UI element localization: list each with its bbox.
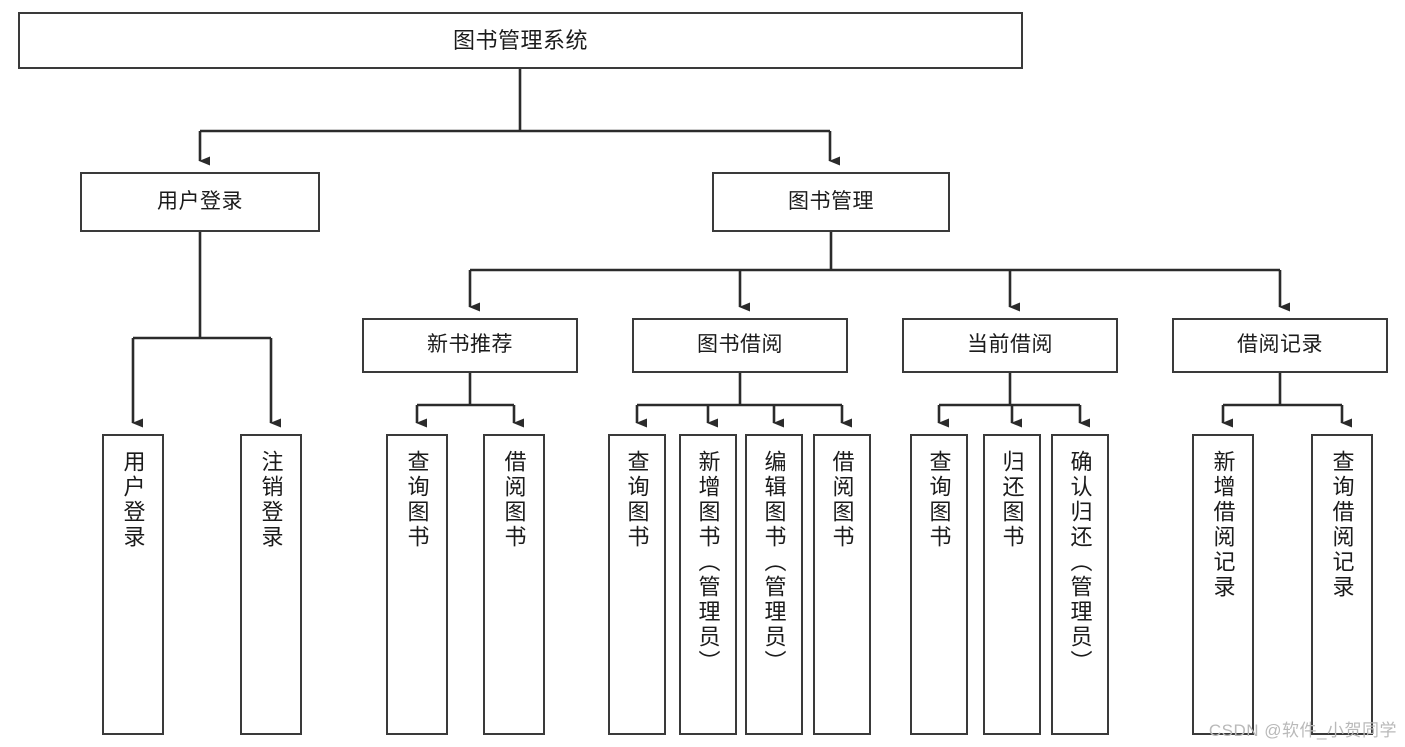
node-leaf-edit-book-label: 编辑图书（管理员） [761,450,787,675]
node-book-borrow-label: 图书借阅 [697,333,783,357]
node-leaf-borrow-book[interactable]: 借阅图书 [813,434,871,735]
node-leaf-confirm-return[interactable]: 确认归还（管理员） [1051,434,1109,735]
node-leaf-user-login[interactable]: 用户登录 [102,434,164,735]
node-leaf-query-record[interactable]: 查询借阅记录 [1311,434,1373,735]
node-book-manage-label: 图书管理 [788,189,874,213]
node-leaf-confirm-return-label: 确认归还（管理员） [1067,450,1093,675]
node-leaf-return-book-label: 归还图书 [999,450,1025,550]
node-leaf-query-book-rec[interactable]: 查询图书 [386,434,448,735]
node-leaf-add-book-label: 新增图书（管理员） [695,450,721,675]
node-leaf-borrow-book-rec[interactable]: 借阅图书 [483,434,545,735]
node-leaf-query-book-rec-label: 查询图书 [404,450,430,550]
node-leaf-add-record-label: 新增借阅记录 [1210,450,1236,600]
node-leaf-user-login-label: 用户登录 [120,450,146,550]
node-book-manage[interactable]: 图书管理 [712,172,950,232]
node-leaf-query-book-label: 查询图书 [624,450,650,550]
node-leaf-add-record[interactable]: 新增借阅记录 [1192,434,1254,735]
node-leaf-query-book-cur[interactable]: 查询图书 [910,434,968,735]
node-root[interactable]: 图书管理系统 [18,12,1023,69]
node-borrow-record-label: 借阅记录 [1237,333,1323,357]
node-borrow-record[interactable]: 借阅记录 [1172,318,1388,373]
node-current-borrow[interactable]: 当前借阅 [902,318,1118,373]
node-new-book-rec-label: 新书推荐 [427,333,513,357]
node-leaf-query-record-label: 查询借阅记录 [1329,450,1355,600]
node-user-login[interactable]: 用户登录 [80,172,320,232]
node-leaf-return-book[interactable]: 归还图书 [983,434,1041,735]
node-leaf-borrow-book-rec-label: 借阅图书 [501,450,527,550]
node-leaf-query-book-cur-label: 查询图书 [926,450,952,550]
node-book-borrow[interactable]: 图书借阅 [632,318,848,373]
node-leaf-query-book[interactable]: 查询图书 [608,434,666,735]
node-user-login-label: 用户登录 [157,189,243,213]
node-leaf-add-book[interactable]: 新增图书（管理员） [679,434,737,735]
node-leaf-user-logout[interactable]: 注销登录 [240,434,302,735]
node-root-label: 图书管理系统 [452,27,588,53]
node-leaf-user-logout-label: 注销登录 [258,450,284,550]
node-leaf-edit-book[interactable]: 编辑图书（管理员） [745,434,803,735]
node-new-book-rec[interactable]: 新书推荐 [362,318,578,373]
node-leaf-borrow-book-label: 借阅图书 [829,450,855,550]
csdn-watermark: CSDN @软件_小贺同学 [1208,721,1397,740]
node-current-borrow-label: 当前借阅 [967,333,1053,357]
